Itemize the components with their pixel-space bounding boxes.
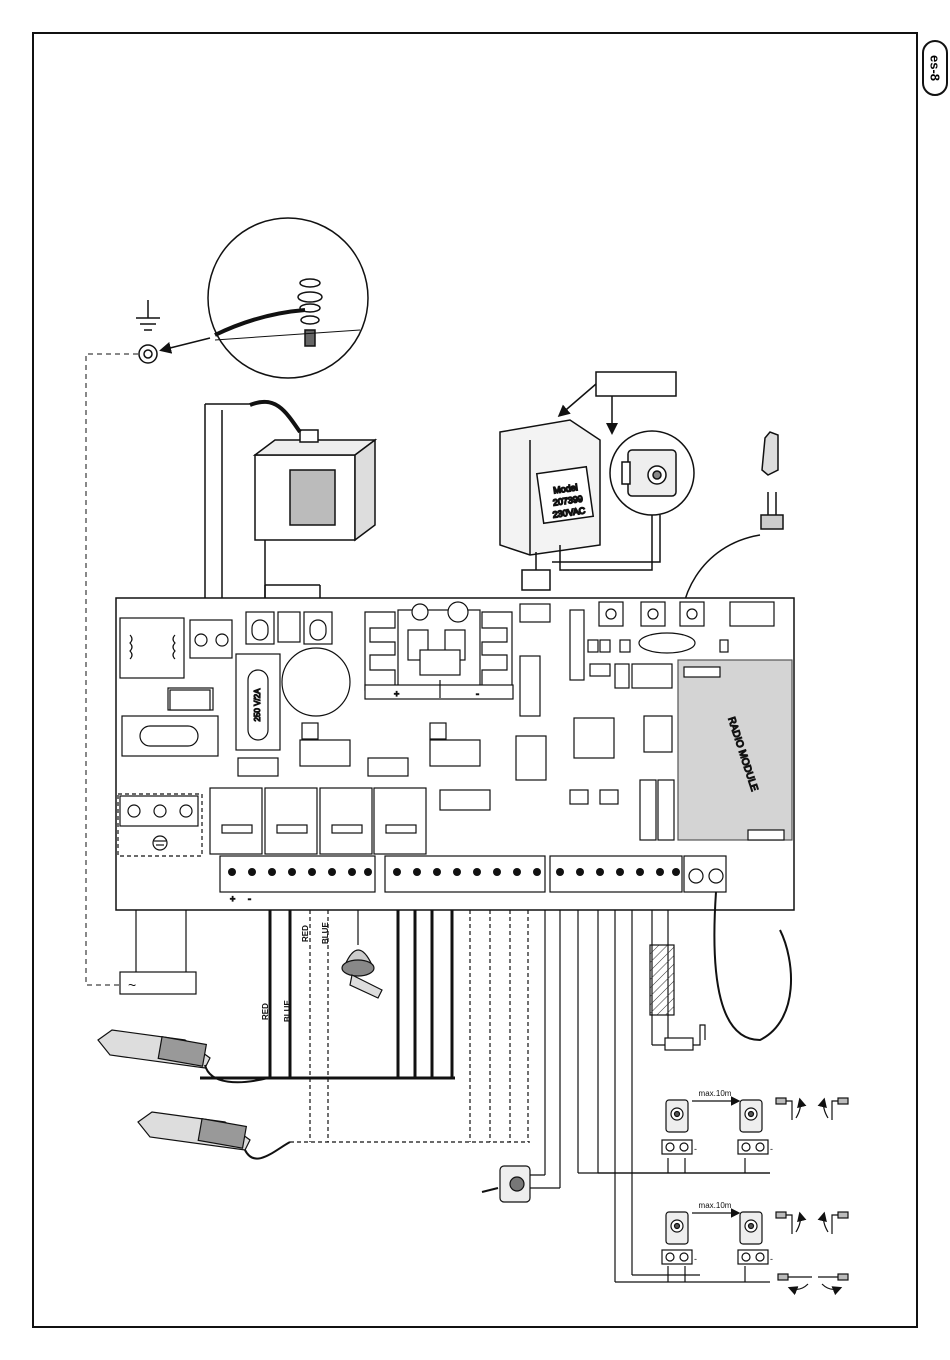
photocell-1-rx-minus: - — [694, 1144, 697, 1154]
motor-minus: - — [248, 894, 251, 904]
lock-relay-module: Model 207399 230VAC — [500, 372, 694, 590]
open-arrow-icon — [824, 1212, 849, 1234]
relay-3 — [320, 788, 372, 854]
relay-1 — [210, 788, 262, 854]
photocell-1-tx-minus: - — [770, 1144, 773, 1154]
control-board: 250 V/2A + - — [116, 598, 794, 910]
open-arrow-icon — [776, 1212, 801, 1234]
flashing-lamp-icon — [342, 910, 382, 998]
motor-plus: + — [230, 894, 235, 904]
radio-module — [678, 660, 792, 840]
ground-symbol-icon — [136, 300, 160, 330]
motor1-red-wire-label: RED — [261, 1003, 270, 1020]
mains-supply-label: ~ — [128, 977, 136, 993]
photocell-pair-1 — [662, 1100, 768, 1154]
mains-filter — [120, 618, 184, 678]
capacitor — [282, 648, 350, 716]
detail-magnifier-circle — [208, 218, 368, 378]
gate-motor-1 — [98, 1030, 268, 1082]
lock-label-box — [596, 372, 676, 396]
photocell-1-max-distance: max.10m — [699, 1089, 732, 1098]
heatsink-minus: - — [476, 689, 479, 699]
terminal-block-inputs — [385, 856, 545, 892]
motor1-blue-wire-label: BLUE — [283, 1000, 292, 1022]
ground-terminal-icon — [139, 345, 157, 363]
gate-direction-symbols — [776, 1098, 848, 1289]
photocell-2-tx-minus: - — [770, 1254, 773, 1264]
photocell-2-max-distance: max.10m — [699, 1201, 732, 1210]
open-arrow-icon — [776, 1098, 801, 1120]
photocell-2-rx-minus: - — [694, 1254, 697, 1264]
earth-symbol-icon — [153, 836, 167, 850]
gate-motor-2 — [138, 1112, 290, 1159]
transformer — [205, 402, 375, 620]
motor2-red-wire-label: RED — [301, 925, 310, 942]
fuse-label: 250 V/2A — [253, 688, 262, 722]
close-arrow-icon — [818, 1274, 848, 1289]
key-selector-icon — [482, 1166, 530, 1202]
wiring: ~ — [120, 892, 791, 1282]
photocell-pair-2 — [662, 1212, 768, 1264]
motor2-blue-wire-label: BLUE — [321, 922, 330, 944]
relay-4 — [374, 788, 426, 854]
close-arrow-icon — [778, 1274, 812, 1289]
heatsink-plus: + — [394, 689, 399, 699]
microcontroller — [574, 718, 614, 758]
open-arrow-icon — [824, 1098, 849, 1120]
relay-2 — [265, 788, 317, 854]
